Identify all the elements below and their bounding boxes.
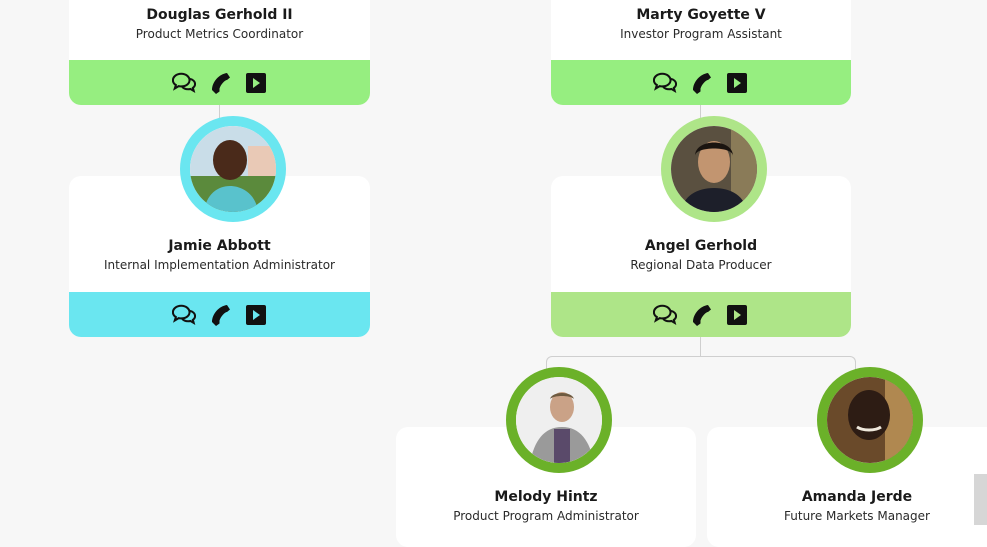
chat-bubbles-icon[interactable] bbox=[171, 71, 196, 95]
node-action-bar bbox=[551, 60, 851, 105]
node-action-bar bbox=[551, 292, 851, 337]
chat-bubbles-icon[interactable] bbox=[653, 303, 677, 327]
node-card-angel[interactable]: Angel Gerhold Regional Data Producer bbox=[551, 176, 851, 337]
phone-icon[interactable] bbox=[208, 303, 232, 327]
node-title: Internal Implementation Administrator bbox=[104, 258, 335, 272]
chat-bubbles-icon[interactable] bbox=[171, 303, 196, 327]
video-play-icon[interactable] bbox=[244, 71, 268, 95]
phone-icon[interactable] bbox=[208, 71, 232, 95]
chat-bubbles-icon[interactable] bbox=[653, 71, 677, 95]
node-card-marty[interactable]: Marty Goyette V Investor Program Assista… bbox=[551, 0, 851, 105]
node-name: Amanda Jerde bbox=[801, 489, 913, 505]
connector-douglas-jamie bbox=[219, 104, 220, 118]
avatar-jamie[interactable] bbox=[180, 116, 286, 222]
person-photo-icon bbox=[516, 377, 602, 463]
video-play-icon[interactable] bbox=[725, 303, 749, 327]
node-name: Jamie Abbott bbox=[168, 238, 271, 254]
node-title: Future Markets Manager bbox=[784, 509, 930, 523]
node-name: Melody Hintz bbox=[494, 489, 598, 505]
person-photo-icon bbox=[671, 126, 757, 212]
node-action-bar bbox=[69, 60, 370, 105]
connector-angel-children-stem bbox=[700, 336, 701, 356]
vertical-scrollbar-thumb[interactable] bbox=[974, 474, 987, 525]
node-title: Product Metrics Coordinator bbox=[135, 27, 304, 41]
video-play-icon[interactable] bbox=[244, 303, 268, 327]
phone-icon[interactable] bbox=[689, 303, 713, 327]
node-name: Angel Gerhold bbox=[644, 238, 758, 254]
connector-angel-children-horizontal bbox=[546, 356, 856, 370]
phone-icon[interactable] bbox=[689, 71, 713, 95]
avatar-melody[interactable] bbox=[506, 367, 612, 473]
node-name: Douglas Gerhold II bbox=[146, 7, 293, 23]
node-name: Marty Goyette V bbox=[636, 7, 766, 23]
person-photo-icon bbox=[190, 126, 276, 212]
connector-marty-angel bbox=[700, 104, 701, 118]
avatar-amanda[interactable] bbox=[817, 367, 923, 473]
person-photo-icon bbox=[827, 377, 913, 463]
node-title: Product Program Administrator bbox=[453, 509, 639, 523]
video-play-icon[interactable] bbox=[725, 71, 749, 95]
node-action-bar bbox=[69, 292, 370, 337]
node-card-douglas[interactable]: Douglas Gerhold II Product Metrics Coord… bbox=[69, 0, 370, 105]
avatar-angel[interactable] bbox=[661, 116, 767, 222]
node-title: Regional Data Producer bbox=[630, 258, 772, 272]
node-title: Investor Program Assistant bbox=[620, 27, 782, 41]
